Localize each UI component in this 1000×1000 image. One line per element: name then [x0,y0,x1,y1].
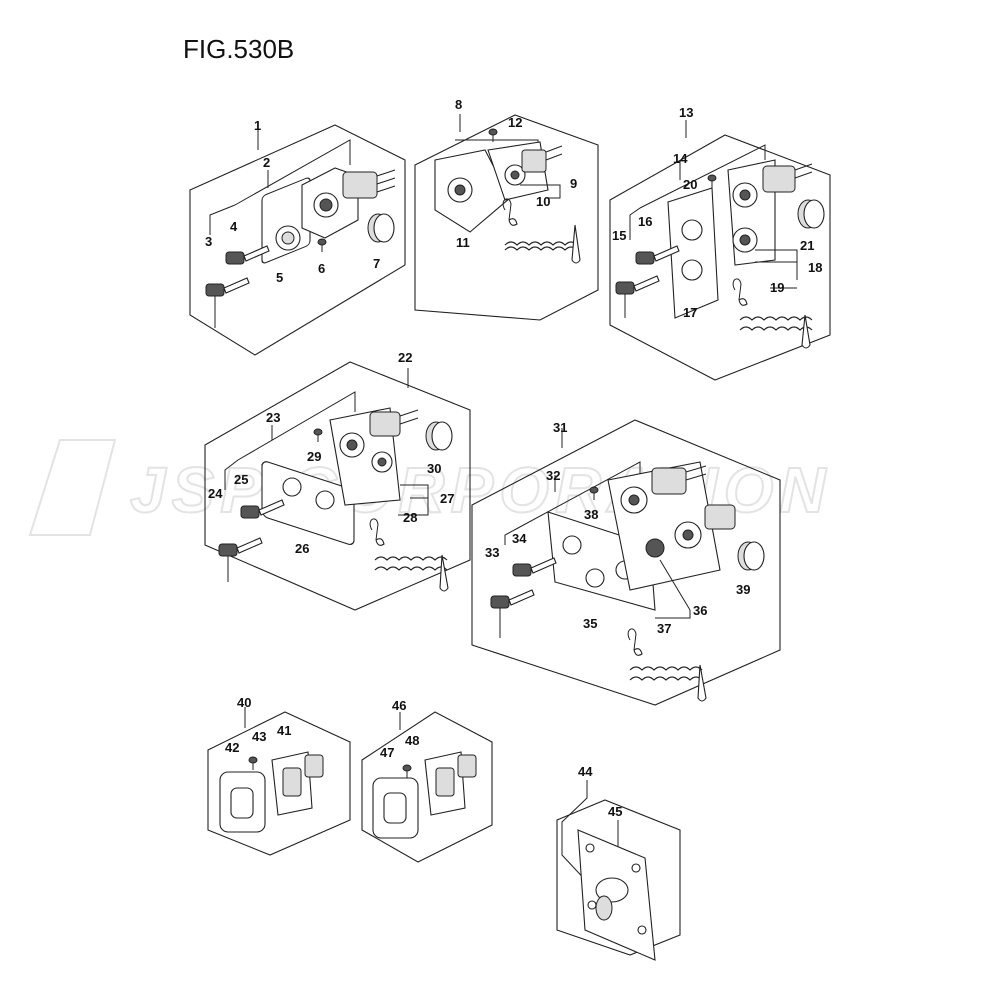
callout-20: 20 [683,177,697,192]
assembly-group-8 [414,114,599,321]
callout-34: 34 [512,531,527,546]
callout-44: 44 [578,764,593,779]
callout-10: 10 [536,194,550,209]
callout-1: 1 [254,118,261,133]
callout-24: 24 [208,486,223,501]
callout-22: 22 [398,350,412,365]
callout-46: 46 [392,698,406,713]
callout-9: 9 [570,176,577,191]
callout-3: 3 [205,234,212,249]
callout-14: 14 [673,151,688,166]
callout-7: 7 [373,256,380,271]
callout-18: 18 [808,260,822,275]
group-frame-46 [361,711,493,863]
figure-title: FIG.530B [183,34,294,64]
callout-47: 47 [380,745,394,760]
group-frame-31 [471,419,781,706]
callout-15: 15 [612,228,626,243]
group-frame-44 [556,799,681,956]
callout-11: 11 [456,235,470,250]
callout-27: 27 [440,491,454,506]
callout-29: 29 [307,449,321,464]
group-frame-13 [609,134,831,381]
assembly-group-40 [207,707,351,856]
callout-31: 31 [553,420,567,435]
callout-12: 12 [508,115,522,130]
assembly-group-46 [361,711,493,863]
callout-36: 36 [693,603,707,618]
callout-32: 32 [546,468,560,483]
callout-43: 43 [252,729,266,744]
assembly-group-22 [204,361,471,611]
callout-41: 41 [277,723,291,738]
callout-8: 8 [455,97,462,112]
callout-40: 40 [237,695,251,710]
group-frame-1 [189,124,406,356]
callout-37: 37 [657,621,671,636]
callout-26: 26 [295,541,309,556]
assembly-group-31 [471,419,781,706]
callout-6: 6 [318,261,325,276]
callout-45: 45 [608,804,622,819]
callout-35: 35 [583,616,597,631]
callout-23: 23 [266,410,280,425]
callout-33: 33 [485,545,499,560]
group-frame-8 [414,114,599,321]
group-frame-40 [207,711,351,856]
callout-13: 13 [679,105,693,120]
callout-5: 5 [276,270,283,285]
callout-19: 19 [770,280,784,295]
callout-16: 16 [638,214,652,229]
callout-30: 30 [427,461,441,476]
callout-48: 48 [405,733,419,748]
callout-39: 39 [736,582,750,597]
callout-42: 42 [225,740,239,755]
callout-4: 4 [230,219,238,234]
callout-21: 21 [800,238,814,253]
group-frame-22 [204,361,471,611]
callout-28: 28 [403,510,417,525]
assembly-group-44 [556,780,681,961]
callout-38: 38 [584,507,598,522]
callout-25: 25 [234,472,248,487]
callout-labels: 1 2 3 4 5 6 7 8 9 10 11 12 13 14 15 16 1… [205,97,822,819]
callout-2: 2 [263,155,270,170]
assembly-group-13 [609,120,831,381]
assembly-group-1 [189,124,406,356]
callout-17: 17 [683,305,697,320]
